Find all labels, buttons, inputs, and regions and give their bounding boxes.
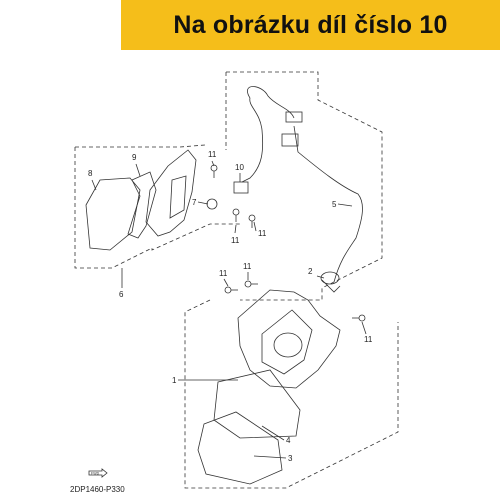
callout-8: 8 — [88, 169, 93, 178]
diagram-code: 2DP1460-P330 — [70, 485, 125, 494]
gasket-9 — [127, 171, 157, 239]
lens-cover-8 — [85, 177, 141, 251]
banner-text: Na obrázku díl číslo 10 — [173, 10, 448, 39]
connector-10 — [233, 181, 249, 194]
callout-3: 3 — [288, 454, 293, 463]
callout-11-b: 11 — [231, 236, 240, 245]
callout-11-e: 11 — [243, 262, 252, 271]
fwd-text: FWD — [91, 472, 100, 476]
bulb-socket — [320, 271, 340, 285]
wiring-harness — [247, 86, 363, 283]
callout-leaders — [91, 160, 367, 459]
bulb-7 — [206, 198, 218, 210]
lamp-reflector — [261, 309, 313, 375]
lamp-bulb-opening — [273, 332, 303, 358]
forward-direction-icon: FWD — [88, 468, 108, 478]
callout-labels: 1 2 3 4 5 6 7 8 9 10 11 11 11 11 11 11 — [88, 150, 373, 463]
callout-9: 9 — [132, 153, 137, 162]
part-number-banner: Na obrázku díl číslo 10 — [121, 0, 500, 50]
callout-1: 1 — [172, 376, 177, 385]
housing-6 — [145, 149, 197, 237]
housing-6-inner — [169, 175, 187, 219]
group-frames — [74, 71, 399, 489]
callout-2: 2 — [308, 267, 313, 276]
callout-11-d: 11 — [219, 269, 228, 278]
callout-7: 7 — [192, 198, 197, 207]
connector-top — [285, 111, 303, 123]
connector-mid — [281, 133, 299, 147]
lens-3 — [197, 411, 283, 485]
callout-10: 10 — [235, 163, 244, 172]
socket-body — [321, 279, 341, 293]
callout-11-a: 11 — [208, 150, 217, 159]
callout-11-f: 11 — [364, 335, 373, 344]
callout-4: 4 — [286, 436, 291, 445]
harness-upper-loop — [241, 97, 264, 183]
lamp-housing-1 — [237, 289, 341, 389]
callout-6: 6 — [119, 290, 124, 299]
callout-11-c: 11 — [258, 229, 267, 238]
callout-5: 5 — [332, 200, 337, 209]
